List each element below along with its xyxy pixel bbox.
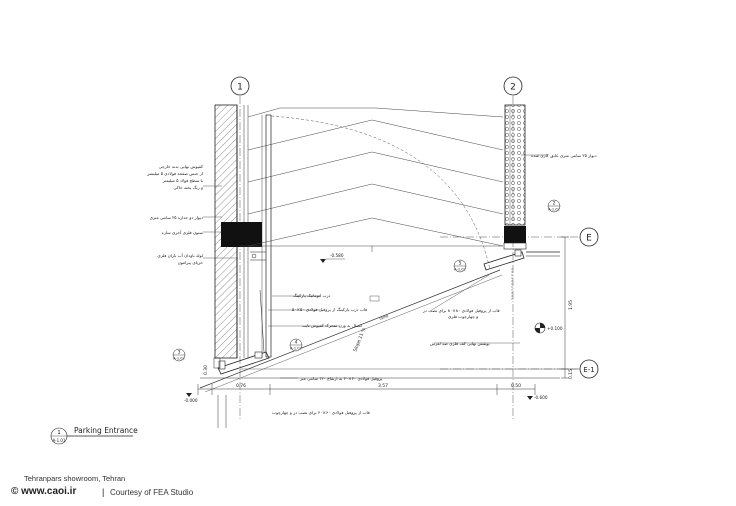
level-text-inner: -0.580 bbox=[330, 253, 344, 258]
note-right-1: قاب از پروفیل فولادی ۸۰×۸۰ برای نصب در bbox=[422, 308, 500, 313]
ramp bbox=[199, 269, 580, 393]
note-mid-1: درب اتوماتیک پارکینگ bbox=[293, 293, 331, 298]
detail-tag-2: 2 A-1.02 bbox=[547, 199, 561, 213]
detail-tag-4-num: 4 bbox=[295, 340, 298, 346]
note-bottom-2: قاب از پروفیل فولادی ۶۰×۶۰ برای نصب در و… bbox=[272, 410, 370, 415]
detail-tag-4: 4 A-1.02 bbox=[289, 338, 303, 352]
grid-bubble-e: E bbox=[579, 227, 599, 247]
slope-label: Slope 11 % bbox=[352, 326, 367, 352]
dimension-lines bbox=[197, 236, 569, 428]
grid-label-e: E bbox=[586, 234, 592, 244]
title-tag-ref: A-1.01 bbox=[53, 438, 66, 443]
ramp-label: ramp bbox=[379, 313, 390, 320]
detail-tag-2-num: 2 bbox=[553, 201, 556, 207]
dim-2: 3.57 bbox=[378, 383, 388, 389]
detail-tag-5-num: 5 bbox=[459, 261, 462, 267]
note-left-3: با سطح فولاد ۵ میلیمتر bbox=[162, 178, 203, 183]
note-left-7: لوله ناودان آب باران فلزی bbox=[157, 253, 203, 258]
level-text-bottom: -0.600 bbox=[534, 395, 548, 400]
detail-tag-5: 5 A-1.02 bbox=[453, 259, 467, 273]
note-left-8: خرپای پیرامون bbox=[178, 260, 204, 265]
door-tag-box bbox=[369, 295, 380, 302]
drawing-title-block: 1 A-1.01 Parking Entrance bbox=[50, 426, 138, 445]
level-text-left: -0.000 bbox=[184, 398, 198, 403]
ceiling-panels bbox=[240, 107, 504, 252]
grid-label-1: 1 bbox=[237, 83, 243, 93]
bottom-door-detail bbox=[213, 289, 270, 375]
grid-lines bbox=[239, 96, 580, 420]
note-left-4: و رنگ پخته خاکی bbox=[173, 185, 203, 190]
detail-tag-5-ref: A-1.02 bbox=[454, 268, 466, 272]
detail-tag-2-ref: A-1.02 bbox=[548, 208, 560, 212]
note-right-top: دیوار ۲۵ سانتی متری عایق کاری شده bbox=[531, 153, 597, 158]
level-marker-bottom: -0.600 bbox=[527, 395, 548, 400]
project-caption: Tehranpars showroom, Tehran bbox=[24, 474, 126, 483]
level-text-right: +0.100 bbox=[547, 326, 563, 331]
dim-side: 0.15 bbox=[568, 369, 574, 379]
detail-tag-3-num: 3 bbox=[178, 350, 181, 356]
note-right-2: و چهارچوب فلزی bbox=[448, 314, 478, 319]
drawing-title: Parking Entrance bbox=[74, 426, 138, 435]
note-mid-3: اتصال به وزن متحرک کفپوش ثابت bbox=[302, 323, 362, 328]
detail-tag-4-ref: A-1.02 bbox=[290, 347, 302, 351]
note-left-1: کفپوش نهایی بدنه خارجی bbox=[159, 164, 203, 169]
leader-lines bbox=[203, 154, 548, 379]
level-marker-left: -0.000 bbox=[184, 393, 198, 403]
level-marker-right: +0.100 bbox=[534, 322, 563, 334]
dim-3: 0.50 bbox=[511, 383, 521, 389]
door-swing-arc bbox=[270, 115, 491, 271]
note-mid-2: قاب درب پارکینگ از پروفیل فولادی ۵۰×۵۰ bbox=[292, 307, 367, 312]
note-left-2: از جنس صفحه فولادی ۵ میلیمتر bbox=[146, 171, 203, 176]
note-left-6: ستون فلزی آجری سازه bbox=[162, 230, 204, 235]
level-marker-inner: -0.580 bbox=[320, 253, 345, 263]
dim-left: 0.30 bbox=[203, 365, 209, 375]
grid-bubble-2: 2 bbox=[503, 76, 523, 96]
grid-label-e1: E-1 bbox=[583, 366, 594, 374]
dim-1: 0.76 bbox=[236, 383, 246, 389]
detail-tag-3: 3 A-1.02 bbox=[172, 348, 186, 362]
credit-separator: | bbox=[102, 487, 105, 497]
grid-bubble-e1: E-1 bbox=[579, 359, 599, 379]
note-right-3: پوشش نهایی کف فلزی ضد لغزش bbox=[430, 341, 490, 346]
right-wall bbox=[503, 104, 560, 257]
title-tag-num: 1 bbox=[57, 430, 61, 436]
right-door-detail bbox=[483, 249, 525, 300]
note-bottom-1: پروفیل فولادی ۶۰×۶۰ به ارتفاع ۱۲۰ سانتی … bbox=[299, 376, 383, 381]
grid-bubble-1: 1 bbox=[230, 76, 250, 96]
note-left-5: دیوار دو جداره ۲۵ سانتی متری bbox=[150, 215, 204, 220]
grid-label-2: 2 bbox=[510, 83, 516, 93]
courtesy-credit: Courtesy of FEA Studio bbox=[110, 488, 194, 497]
left-steel-beam bbox=[221, 222, 262, 247]
site-credit: © www.caoi.ir bbox=[11, 486, 77, 497]
detail-tag-3-ref: A-1.02 bbox=[173, 357, 185, 361]
dim-vertical: 1.95 bbox=[568, 300, 574, 310]
